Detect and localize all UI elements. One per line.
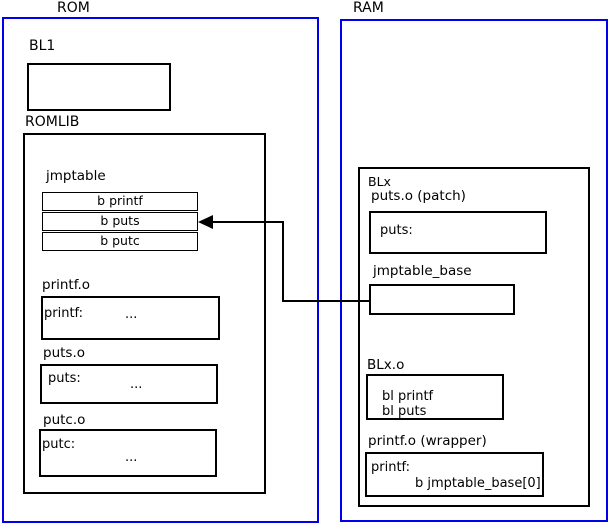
- putc-o-box: [39, 429, 217, 477]
- puts-patch-box: [369, 211, 547, 254]
- romlib-box: [23, 133, 266, 494]
- printf-wrapper-label: printf.o (wrapper): [368, 433, 487, 449]
- putc-symbol: putc:: [42, 437, 76, 452]
- printf-wrapper-branch: b jmptable_base[0]: [415, 476, 541, 491]
- puts-patch-symbol: puts:: [380, 223, 413, 238]
- putc-ellipsis: ...: [125, 450, 138, 465]
- printf-ellipsis: ...: [125, 307, 138, 322]
- printf-o-label: printf.o: [42, 277, 91, 293]
- ram-label: RAM: [353, 0, 384, 16]
- blx-o-label: BLx.o: [367, 357, 405, 373]
- ram-region: [340, 19, 608, 522]
- rom-label: ROM: [57, 0, 90, 16]
- jmptable-base-box: [369, 284, 515, 315]
- printf-wrapper-box: [365, 452, 544, 497]
- blx-box: [358, 167, 590, 507]
- blx-o-line-bl-printf: bl printf: [382, 389, 434, 404]
- rom-region: [2, 17, 319, 523]
- jmptable-label: jmptable: [46, 168, 106, 184]
- blx-o-box: [366, 374, 504, 420]
- putc-o-label: putc.o: [43, 412, 86, 428]
- puts-o-label: puts.o: [43, 345, 86, 361]
- blx-label: BLx: [368, 174, 391, 189]
- patch-arrow-head: [198, 215, 213, 229]
- puts-ellipsis: ...: [130, 377, 143, 392]
- jmptable-row-b-puts: b puts: [42, 212, 198, 231]
- romlib-label: ROMLIB: [25, 114, 80, 130]
- jmptable-row-b-printf: b printf: [42, 192, 198, 211]
- printf-o-box: [41, 296, 220, 340]
- printf-symbol: printf:: [44, 306, 84, 321]
- bl1-label: BL1: [29, 38, 56, 54]
- blx-o-line-bl-puts: bl puts: [382, 404, 427, 419]
- puts-patch-label: puts.o (patch): [371, 188, 466, 204]
- puts-symbol: puts:: [48, 371, 81, 386]
- patch-arrow-line: [211, 221, 370, 302]
- bl1-box: [27, 63, 171, 111]
- puts-o-box: [40, 364, 218, 404]
- jmptable-row-b-putc: b putc: [42, 232, 198, 251]
- jmptable-base-label: jmptable_base: [373, 263, 472, 279]
- printf-wrapper-symbol: printf:: [371, 460, 411, 475]
